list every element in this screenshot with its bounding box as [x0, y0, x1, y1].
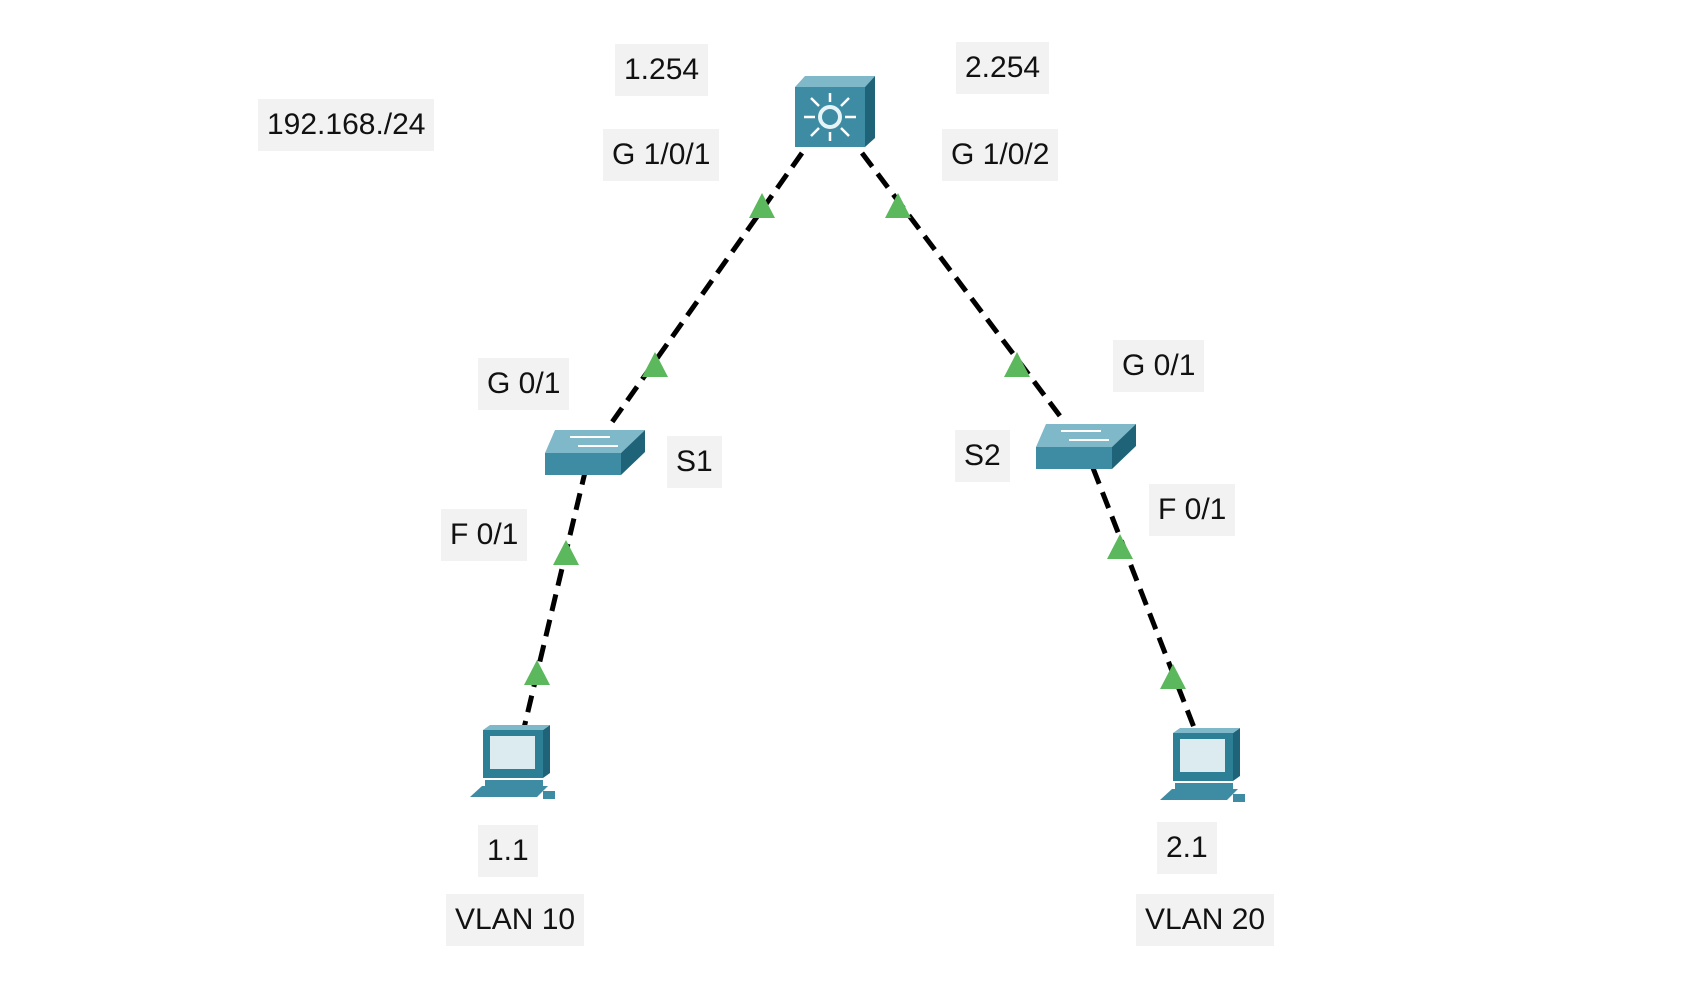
link-up-triangle-icon [885, 193, 911, 218]
link-router-s1[interactable] [607, 151, 805, 427]
link-up-triangle-icon [1004, 352, 1030, 377]
link-router-s2[interactable] [860, 151, 1065, 422]
s2-name-label: S2 [955, 430, 1010, 482]
s1-access-port-label: F 0/1 [441, 509, 528, 561]
s1-uplink-port: G 0/1 [487, 367, 561, 400]
pc-icon-right[interactable] [1160, 728, 1245, 802]
s1-uplink-port-label: G 0/1 [478, 358, 570, 410]
pc-icon-left[interactable] [470, 725, 555, 799]
s2-uplink-port-label: G 0/1 [1113, 340, 1205, 392]
pc1-vlan-label: VLAN 10 [446, 894, 585, 946]
s2-name: S2 [964, 439, 1001, 472]
router-right-port-label: G 1/0/2 [942, 129, 1059, 181]
link-up-triangle-icon [749, 193, 775, 218]
router-right-ip: 2.254 [965, 51, 1041, 84]
s2-access-port: F 0/1 [1158, 493, 1227, 526]
network-label-text: 192.168./24 [267, 108, 426, 141]
pc1-ip: 1.1 [487, 834, 529, 867]
link-s1-pc1[interactable] [521, 467, 589, 729]
pc2-ip: 2.1 [1166, 831, 1208, 864]
link-up-triangle-icon [642, 352, 668, 377]
pc2-ip-label: 2.1 [1157, 822, 1217, 874]
router-right-port: G 1/0/2 [951, 138, 1050, 171]
link-up-triangle-icon [553, 540, 579, 565]
pc1-vlan: VLAN 10 [455, 903, 576, 936]
switch-icon-s2[interactable] [1036, 424, 1136, 469]
s2-uplink-port: G 0/1 [1122, 349, 1196, 382]
router-left-ip: 1.254 [624, 53, 700, 86]
s1-access-port: F 0/1 [450, 518, 519, 551]
pc2-vlan-label: VLAN 20 [1136, 894, 1275, 946]
router-left-ip-label: 1.254 [615, 44, 709, 96]
layer3-switch-icon[interactable] [795, 76, 875, 147]
router-left-port: G 1/0/1 [612, 138, 711, 171]
pc1-ip-label: 1.1 [478, 825, 538, 877]
s1-name-label: S1 [667, 436, 722, 488]
network-label: 192.168./24 [258, 99, 435, 151]
router-right-ip-label: 2.254 [956, 42, 1050, 94]
s2-access-port-label: F 0/1 [1149, 484, 1236, 536]
switch-icon-s1[interactable] [545, 430, 645, 475]
s1-name: S1 [676, 445, 713, 478]
link-up-triangle-icon [1160, 664, 1186, 689]
router-left-port-label: G 1/0/1 [603, 129, 720, 181]
pc2-vlan: VLAN 20 [1145, 903, 1266, 936]
link-up-triangle-icon [1107, 534, 1133, 559]
link-up-triangle-icon [524, 660, 550, 685]
